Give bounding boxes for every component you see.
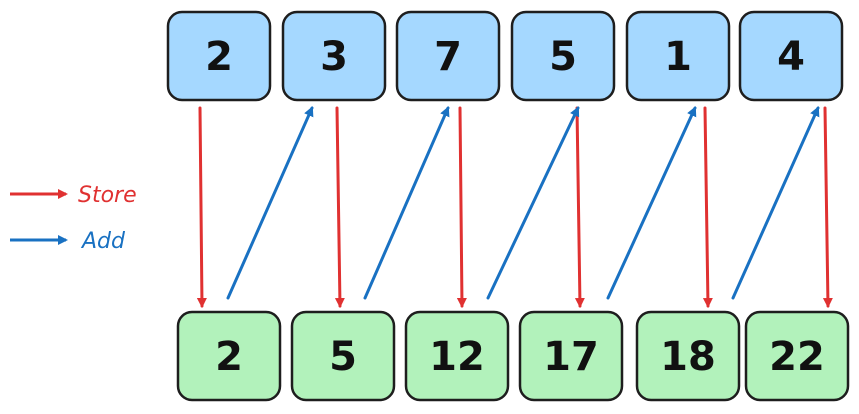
add-arrow-0 bbox=[226, 106, 314, 300]
prefix-box-2: 12 bbox=[404, 310, 510, 402]
store-arrow-4 bbox=[702, 106, 713, 308]
prefix-box-1: 5 bbox=[290, 310, 396, 402]
input-box-3: 5 bbox=[510, 10, 616, 102]
store-arrow-1 bbox=[334, 106, 345, 308]
input-box-2: 7 bbox=[395, 10, 501, 102]
input-box-1: 3 bbox=[281, 10, 387, 102]
input-box-5-rect bbox=[738, 10, 844, 102]
prefix-box-3-value: 17 bbox=[543, 334, 599, 380]
prefix-box-4: 18 bbox=[635, 310, 741, 402]
input-box-2-value: 7 bbox=[434, 34, 462, 80]
prefix-box-5: 22 bbox=[744, 310, 850, 402]
prefix-box-2-rect bbox=[404, 310, 510, 402]
prefix-box-0: 2 bbox=[176, 310, 282, 402]
add-arrow-4 bbox=[731, 106, 820, 300]
input-box-1-rect bbox=[281, 10, 387, 102]
input-box-1-value: 3 bbox=[320, 34, 348, 80]
arrows-layer bbox=[196, 106, 833, 308]
input-box-0-value: 2 bbox=[205, 34, 233, 80]
prefix-box-5-rect bbox=[744, 310, 850, 402]
input-box-3-rect bbox=[510, 10, 616, 102]
input-array-row: 2 3 7 5 1 4 bbox=[166, 10, 844, 102]
store-arrow-3 bbox=[574, 106, 585, 308]
input-box-4: 1 bbox=[625, 10, 731, 102]
add-arrow-1 bbox=[363, 106, 450, 300]
input-box-3-value: 5 bbox=[549, 34, 577, 80]
prefix-box-4-value: 18 bbox=[660, 334, 716, 380]
input-box-5: 4 bbox=[738, 10, 844, 102]
prefix-box-1-rect bbox=[290, 310, 396, 402]
input-box-5-value: 4 bbox=[777, 34, 805, 80]
add-arrow-2 bbox=[486, 106, 580, 300]
prefix-box-0-rect bbox=[176, 310, 282, 402]
prefix-box-2-value: 12 bbox=[429, 334, 485, 380]
input-box-0: 2 bbox=[166, 10, 272, 102]
legend: Store Add bbox=[10, 183, 137, 254]
prefix-box-3-rect bbox=[518, 310, 624, 402]
add-arrow-3 bbox=[606, 106, 697, 300]
store-arrow-5 bbox=[822, 106, 833, 308]
input-box-0-rect bbox=[166, 10, 272, 102]
store-arrow-2 bbox=[456, 106, 467, 308]
legend-label-add: Add bbox=[80, 229, 126, 254]
input-box-4-rect bbox=[625, 10, 731, 102]
legend-item-add: Add bbox=[10, 229, 126, 254]
input-box-2-rect bbox=[395, 10, 501, 102]
prefix-box-1-value: 5 bbox=[329, 334, 357, 380]
prefix-box-0-value: 2 bbox=[215, 334, 243, 380]
prefix-box-4-rect bbox=[635, 310, 741, 402]
legend-item-store: Store bbox=[10, 183, 137, 208]
legend-label-store: Store bbox=[78, 183, 137, 208]
input-box-4-value: 1 bbox=[664, 34, 692, 80]
prefix-box-3: 17 bbox=[518, 310, 624, 402]
store-arrow-0 bbox=[196, 106, 207, 308]
prefix-sum-row: 2 5 12 17 18 22 bbox=[176, 310, 850, 402]
prefix-box-5-value: 22 bbox=[769, 334, 825, 380]
